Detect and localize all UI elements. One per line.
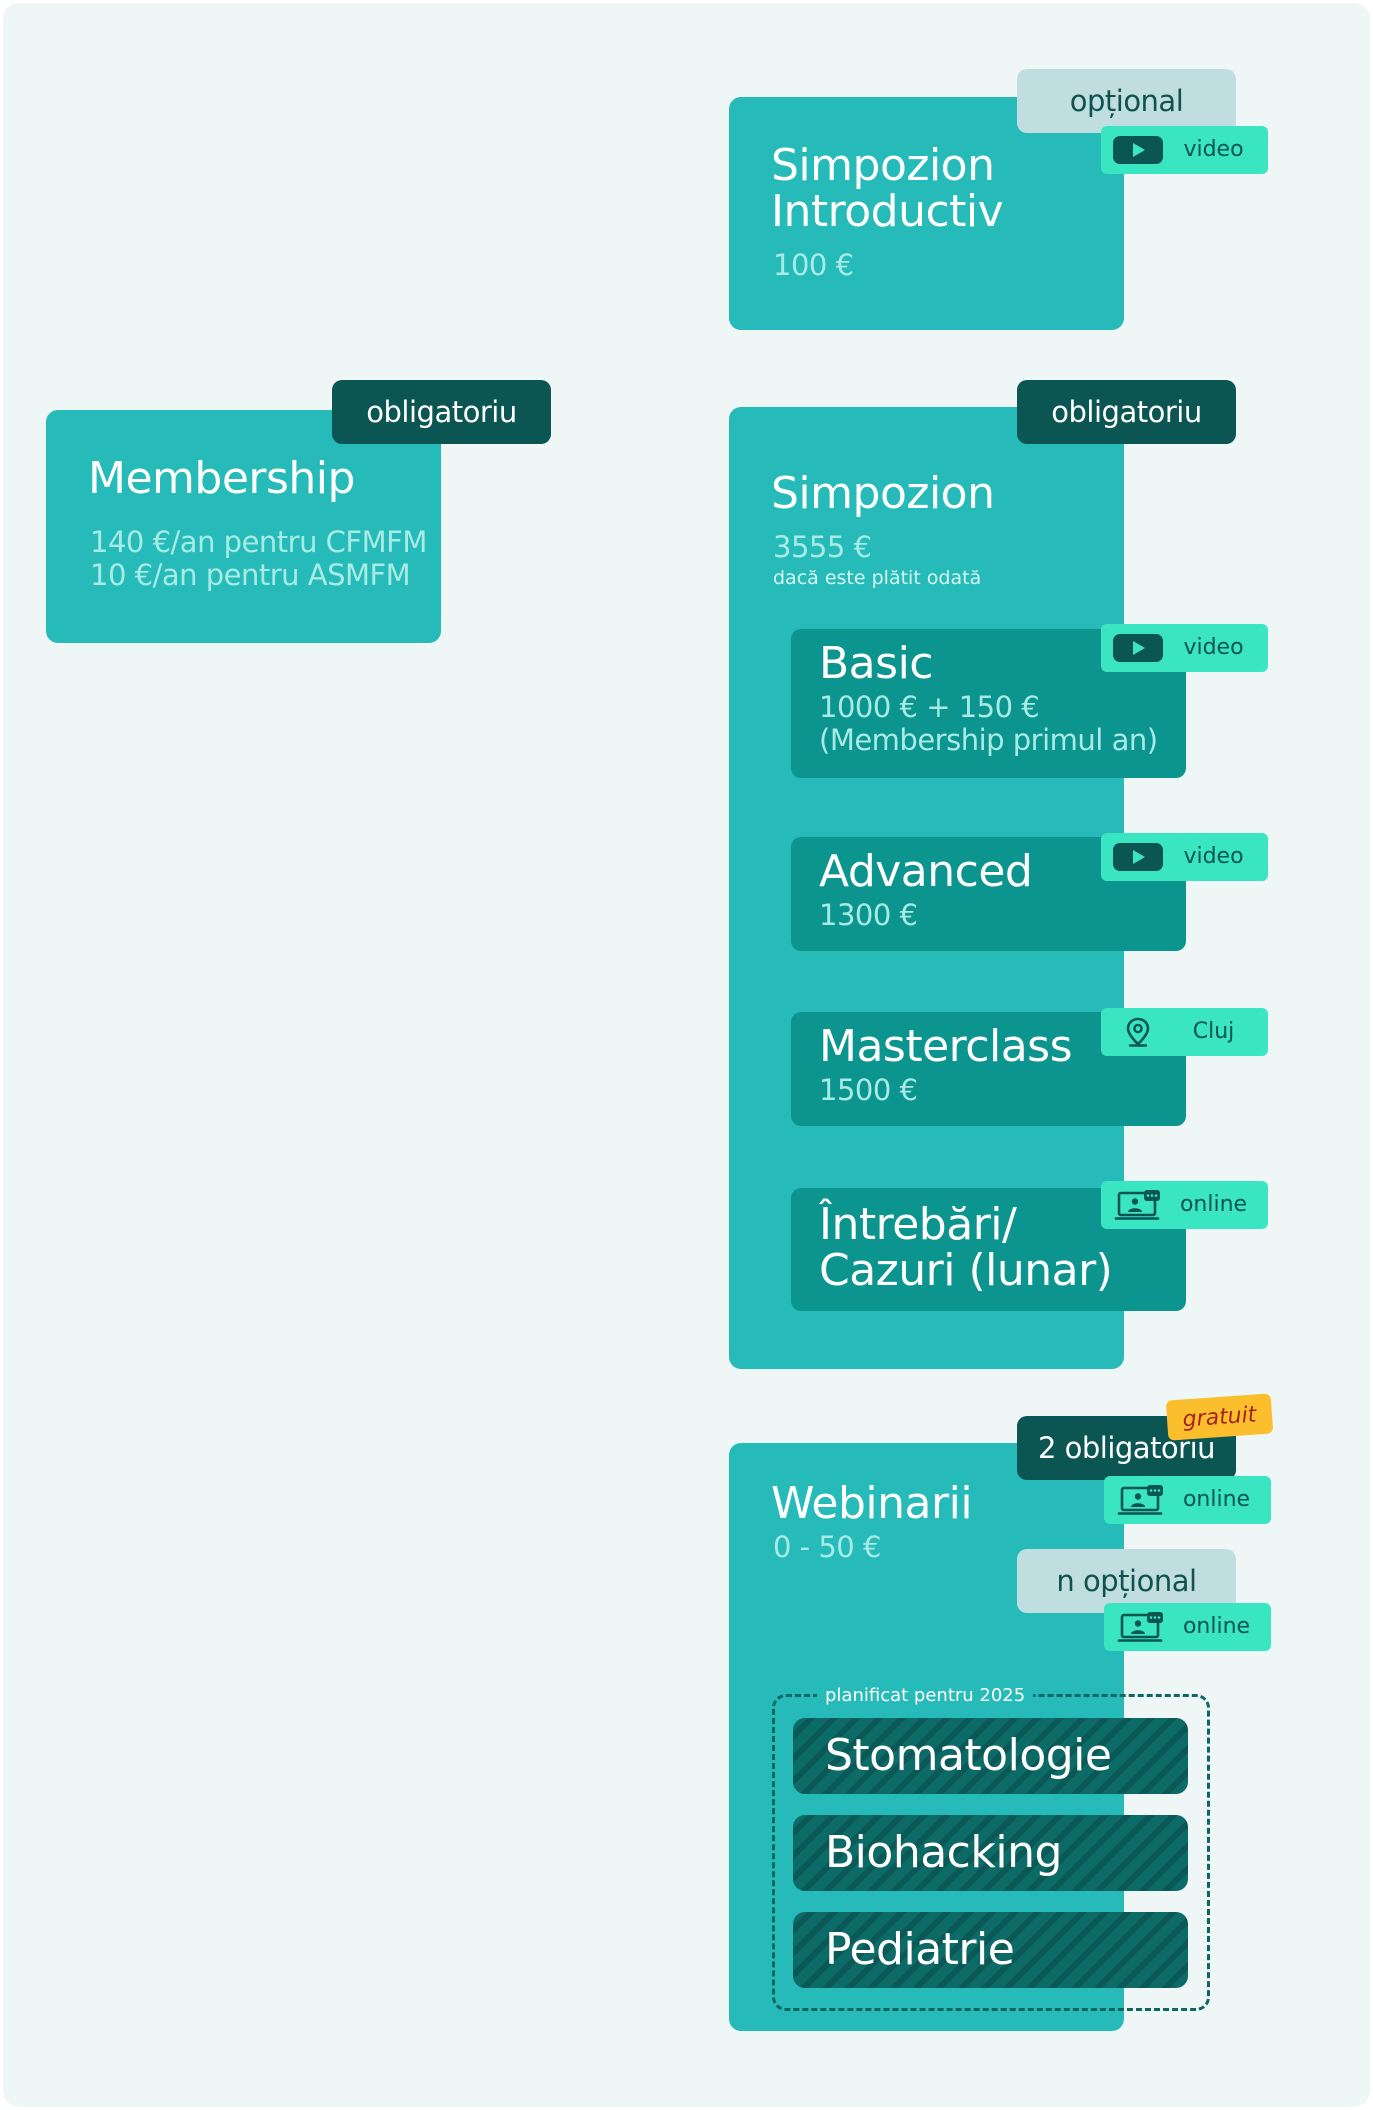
play-icon <box>1113 634 1163 662</box>
simpozion-introductiv-price: 100 € <box>773 248 854 282</box>
online-chip: online <box>1104 1603 1271 1651</box>
play-icon <box>1113 136 1163 164</box>
chip-label: Cluj <box>1192 1019 1235 1044</box>
module-price: 1300 € <box>819 898 918 932</box>
title-line: Întrebări/ <box>819 1199 1017 1250</box>
module-title: Masterclass <box>819 1021 1073 1072</box>
price-line: 10 €/an pentru ASMFM <box>90 558 411 592</box>
online-chip: online <box>1104 1476 1271 1524</box>
planned-topic-label: Biohacking <box>825 1827 1062 1878</box>
mandatory-badge: obligatoriu <box>1017 380 1236 444</box>
planned-topic-stomatologie: Stomatologie <box>793 1718 1188 1794</box>
webinarii-title: Webinarii <box>771 1478 973 1529</box>
chip-label: online <box>1182 1614 1251 1639</box>
optional-badge: opțional <box>1017 69 1236 133</box>
planned-topic-pediatrie: Pediatrie <box>793 1912 1188 1988</box>
planned-topic-label: Stomatologie <box>825 1730 1112 1781</box>
title-line: Introductiv <box>771 186 1004 237</box>
membership-price: 140 €/an pentru CFMFM 10 €/an pentru ASM… <box>90 526 427 592</box>
optional-badge: n opțional <box>1017 1549 1236 1613</box>
module-price: 1500 € <box>819 1073 918 1107</box>
chip-label: online <box>1182 1487 1251 1512</box>
price-line: 1000 € + 150 € <box>819 690 1040 724</box>
location-pin-icon <box>1126 1017 1150 1047</box>
video-call-icon <box>1114 1190 1160 1220</box>
mandatory-badge: obligatoriu <box>332 380 551 444</box>
video-call-icon <box>1117 1485 1163 1515</box>
chip-label: video <box>1183 635 1244 660</box>
title-line: Simpozion <box>771 140 995 191</box>
video-chip: video <box>1101 833 1268 881</box>
chip-label: video <box>1183 844 1244 869</box>
planned-topic-label: Pediatrie <box>825 1924 1015 1975</box>
video-call-icon <box>1117 1612 1163 1642</box>
chip-label: video <box>1183 137 1244 162</box>
play-icon <box>1113 843 1163 871</box>
chip-label: online <box>1179 1192 1248 1217</box>
price-line: (Membership primul an) <box>819 723 1158 757</box>
webinarii-price: 0 - 50 € <box>773 1530 881 1564</box>
title-line: Cazuri (lunar) <box>819 1245 1113 1296</box>
mandatory-badge: 2 obligatoriu <box>1017 1416 1236 1480</box>
video-chip: video <box>1101 624 1268 672</box>
diagram-canvas: Simpozion Introductiv 100 € opțional vid… <box>3 3 1370 2107</box>
simpozion-price: 3555 € <box>773 530 872 564</box>
free-tag: gratuit <box>1165 1393 1274 1441</box>
simpozion-introductiv-card: Simpozion Introductiv 100 € <box>729 97 1124 330</box>
module-price: 1000 € + 150 € (Membership primul an) <box>819 691 1158 757</box>
membership-card: Membership 140 €/an pentru CFMFM 10 €/an… <box>46 410 441 643</box>
planned-label: planificat pentru 2025 <box>817 1685 1034 1706</box>
membership-title: Membership <box>88 453 355 504</box>
price-line: 140 €/an pentru CFMFM <box>90 525 427 559</box>
module-title: Întrebări/ Cazuri (lunar) <box>819 1199 1113 1296</box>
location-chip: Cluj <box>1101 1008 1268 1056</box>
video-chip: video <box>1101 126 1268 174</box>
simpozion-title: Simpozion <box>771 468 995 519</box>
online-chip: online <box>1101 1181 1268 1229</box>
module-title: Basic <box>819 638 934 689</box>
module-title: Advanced <box>819 846 1033 897</box>
planned-topic-biohacking: Biohacking <box>793 1815 1188 1891</box>
simpozion-introductiv-title: Simpozion Introductiv <box>771 140 1004 237</box>
simpozion-note: dacă este plătit odată <box>773 567 982 589</box>
